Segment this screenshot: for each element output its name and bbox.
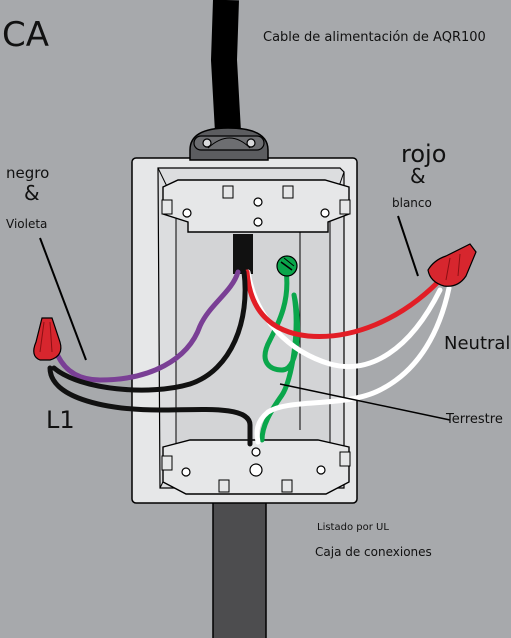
top-bracket: [161, 179, 351, 233]
red-label: rojo: [401, 140, 447, 168]
ground-screw-icon: [276, 255, 298, 277]
wire-purple: [55, 269, 241, 383]
pointer-terrestre: [279, 383, 451, 421]
ac-label: CA: [2, 15, 49, 55]
ampersand-left: &: [24, 181, 40, 205]
wire-green: [259, 267, 301, 443]
bottom-conduit: [212, 501, 267, 638]
pointer-negro: [39, 237, 87, 361]
l1-label: L1: [46, 406, 75, 434]
ampersand-right: &: [410, 164, 426, 188]
ground-label: Terrestre: [446, 412, 503, 427]
cable-clamp-icon: [189, 127, 269, 161]
wire-red: [244, 269, 441, 339]
ul-listed-label: Listado por UL: [317, 522, 389, 533]
wire-black-l1: [47, 365, 253, 447]
wire-black-line: [51, 269, 248, 393]
wire-white-load: [254, 285, 452, 445]
neutral-label: Neutral: [444, 333, 511, 354]
pointer-rojo: [397, 215, 419, 277]
white-label: blanco: [392, 196, 432, 210]
wire-nut-right-icon: [427, 243, 477, 287]
wire-nut-left-icon: [33, 317, 62, 361]
power-cable-label: Cable de alimentación de AQR100: [263, 30, 486, 45]
violet-label: Violeta: [6, 217, 48, 231]
cable-sheath: [233, 234, 253, 274]
junction-box-label: Caja de conexiones: [315, 545, 432, 559]
black-label: negro: [6, 164, 50, 182]
bottom-bracket: [161, 439, 351, 495]
